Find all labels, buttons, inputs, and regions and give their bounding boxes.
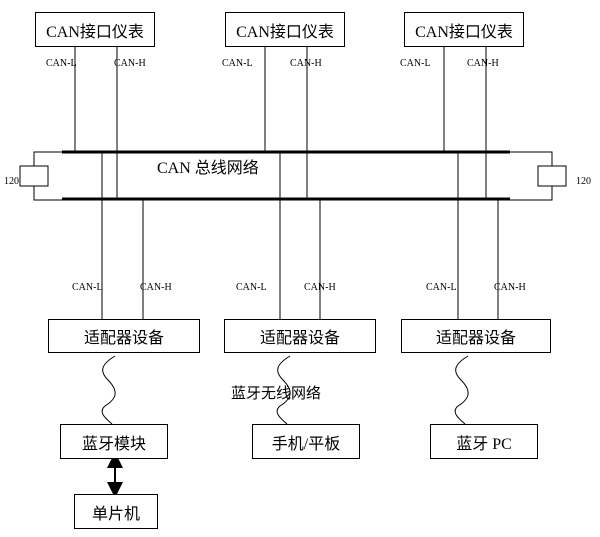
bluetooth-pc-box: 蓝牙 PC: [430, 424, 538, 459]
bus-label: CAN 总线网络: [155, 160, 261, 178]
adapter-3-can-h-label: CAN-H: [494, 282, 526, 293]
bus-outline: [33, 151, 553, 201]
adapter-1-can-h-label: CAN-H: [140, 282, 172, 293]
instrument-box-2: CAN接口仪表: [225, 12, 345, 47]
instrument-1-can-h-label: CAN-H: [114, 58, 146, 69]
adapter-box-3: 适配器设备: [401, 319, 551, 353]
phone-tablet-box: 手机/平板: [252, 424, 360, 459]
adapter-3-can-l-label: CAN-L: [426, 282, 457, 293]
adapter-box-1: 适配器设备: [48, 319, 200, 353]
wireless-link-1: [101, 355, 116, 425]
wireless-link-3: [454, 355, 469, 425]
instrument-3-can-l-label: CAN-L: [400, 58, 431, 69]
wireless-network-label: 蓝牙无线网络: [231, 386, 322, 402]
resistor-right-label: 120: [576, 176, 591, 187]
resistor-left-label: 120: [4, 176, 19, 187]
adapter-1-can-l-label: CAN-L: [72, 282, 103, 293]
mcu-box: 单片机: [74, 494, 158, 529]
instrument-3-can-h-label: CAN-H: [467, 58, 499, 69]
instrument-2-can-l-label: CAN-L: [222, 58, 253, 69]
bluetooth-module-box: 蓝牙模块: [60, 424, 168, 459]
resistor-left-shape: [19, 165, 49, 187]
instrument-box-3: CAN接口仪表: [404, 12, 524, 47]
adapter-2-can-l-label: CAN-L: [236, 282, 267, 293]
instrument-box-1: CAN接口仪表: [35, 12, 155, 47]
adapter-box-2: 适配器设备: [224, 319, 376, 353]
resistor-right-shape: [537, 165, 567, 187]
adapter-2-can-h-label: CAN-H: [304, 282, 336, 293]
wireless-link-2: [276, 355, 291, 425]
instrument-2-can-h-label: CAN-H: [290, 58, 322, 69]
instrument-1-can-l-label: CAN-L: [46, 58, 77, 69]
